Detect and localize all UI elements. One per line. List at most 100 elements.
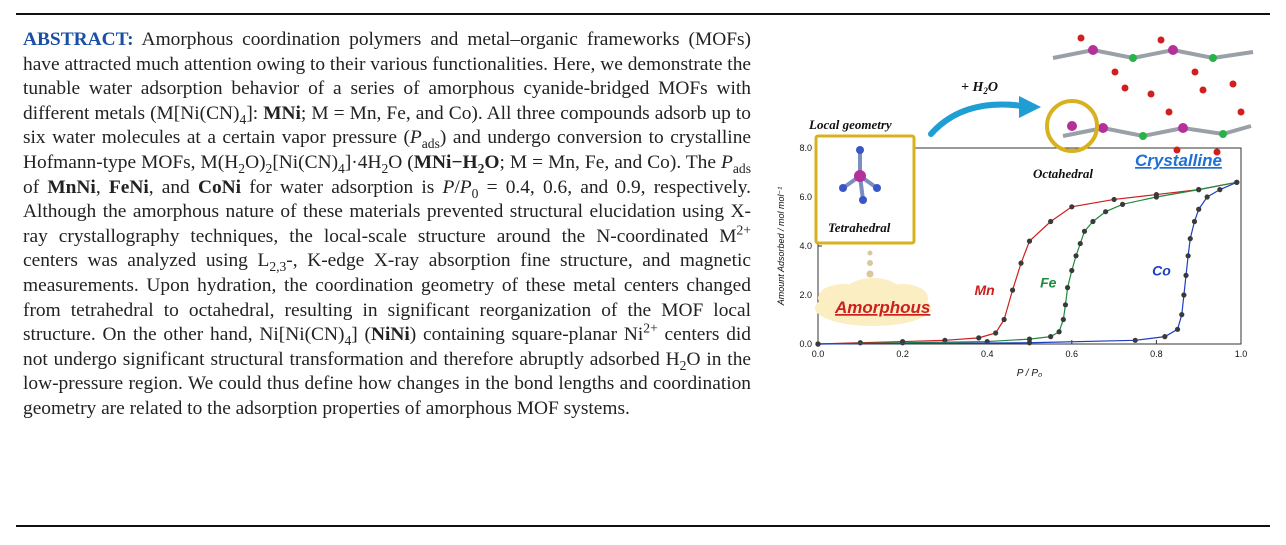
data-point-fe <box>1077 240 1083 247</box>
data-point-fe <box>1048 334 1054 340</box>
data-point-co <box>1026 340 1033 346</box>
octahedral-label: Octahedral <box>1033 166 1093 181</box>
abstract-text-segment: ] ( <box>351 324 371 346</box>
data-point-mn <box>1026 238 1033 244</box>
abstract-text-segment: -, K-edge X-ray absorption fine structur… <box>23 250 751 346</box>
x-tick-label: 0.8 <box>1150 349 1163 359</box>
subscript: ads <box>732 160 751 176</box>
crystalline-label: Crystalline <box>1135 151 1222 170</box>
hydration-arrow-icon <box>928 101 1026 137</box>
data-point-co <box>1179 312 1185 318</box>
data-point-fe <box>1026 336 1033 342</box>
data-point-co <box>1234 179 1240 185</box>
data-point-co <box>1162 334 1168 340</box>
abstract-text-segment: for water adsorption is <box>241 176 443 198</box>
abstract-text-segment: centers was analyzed using L <box>23 250 270 272</box>
abstract-text-segment: centers did not undergo significant stru… <box>23 324 751 370</box>
data-point-co <box>1132 337 1138 343</box>
y-tick-label: 6.0 <box>799 192 812 202</box>
subscript: 4 <box>344 333 352 348</box>
y-tick-label: 8.0 <box>799 143 812 153</box>
y-tick-label: 2.0 <box>799 290 812 300</box>
amorphous-cloud-icon <box>815 278 931 326</box>
data-point-co <box>1217 187 1223 193</box>
bottom-rule <box>16 525 1270 527</box>
tetrahedral-molecule-icon <box>839 146 881 204</box>
compound-text: O <box>484 151 500 173</box>
data-point-co <box>1187 236 1193 242</box>
data-point-mn <box>1018 260 1024 266</box>
abstract-text-segment: ]·4H <box>344 151 382 173</box>
octahedral-highlight-ring <box>1045 99 1099 153</box>
data-point-fe <box>1069 267 1075 274</box>
data-point-mn <box>993 330 999 336</box>
abstract-text-segment: ]: <box>246 102 264 124</box>
subscript: 0 <box>471 185 479 201</box>
abstract-text-segment: ; M = Mn, Fe, and Co). All three compoun… <box>23 102 751 149</box>
subscript: ads <box>421 136 440 152</box>
x-axis-label: P / P₀ <box>1017 368 1043 378</box>
subscript: 2 <box>265 160 273 176</box>
subscript: 2,3 <box>269 259 287 275</box>
compound-mni: MNi <box>263 102 301 124</box>
x-tick-label: 0.2 <box>896 349 909 359</box>
subscript: 2 <box>238 160 246 176</box>
data-point-co <box>1204 194 1210 200</box>
abstract-text-segment: O ( <box>388 151 414 173</box>
data-point-fe <box>1103 209 1109 215</box>
subscript: 4 <box>338 160 345 176</box>
series-label-mn: Mn <box>975 282 995 298</box>
symbol-p: P <box>409 127 422 149</box>
crystalline-structure-icon <box>1052 34 1254 156</box>
data-point-co <box>1183 272 1189 278</box>
x-tick-label: 0.6 <box>1066 349 1079 359</box>
abstract-text-segment: ) and undergo conversion to crystalline … <box>23 127 751 173</box>
data-point-mn <box>1048 218 1054 225</box>
compound-mnni: MnNi <box>47 176 96 198</box>
tetrahedral-frame <box>814 134 916 245</box>
data-point-fe <box>1073 253 1079 259</box>
y-tick-label: 4.0 <box>799 241 812 251</box>
abstract-text-segment: ; M = Mn, Fe, and Co). The <box>499 151 722 173</box>
compound-text: MNi−H <box>413 151 478 173</box>
data-point-mn <box>1069 204 1075 210</box>
data-point-mn <box>1111 196 1117 203</box>
compound-feni: FeNi <box>108 176 149 198</box>
abstract-text-segment: [Ni(CN) <box>272 151 339 173</box>
subscript: 2 <box>381 160 389 176</box>
data-point-fe <box>1081 228 1088 234</box>
data-point-mn <box>976 335 982 341</box>
data-point-co <box>1191 218 1198 225</box>
abstract-text-segment: / <box>454 176 460 198</box>
series-label-co: Co <box>1152 262 1171 278</box>
x-tick-label: 1.0 <box>1235 349 1248 359</box>
superscript: 2+ <box>736 222 751 238</box>
symbol-p: P <box>459 176 472 198</box>
subscript: 4 <box>239 111 247 127</box>
data-point-mn <box>1001 316 1007 323</box>
data-point-fe <box>900 340 906 346</box>
y-axis-label: Amount Adsorbed / mol mol⁻¹ <box>776 187 786 306</box>
data-point-fe <box>1062 302 1069 308</box>
compound-mni-h2o: MNi−H2O <box>413 151 500 175</box>
subscript: 2 <box>679 357 687 373</box>
data-point-fe <box>1056 329 1062 335</box>
data-point-fe <box>1153 194 1159 200</box>
data-point-mn <box>1009 287 1016 293</box>
symbol-p: P <box>442 176 455 198</box>
abstract-text-segment: O) <box>245 151 266 173</box>
data-point-fe <box>1119 201 1126 207</box>
amorphous-label: Amorphous <box>834 298 930 317</box>
abstract-text-segment: Amorphous coordination polymers and meta… <box>23 29 751 124</box>
abstract-text-segment: O in the low-pressure region. We could t… <box>23 348 751 419</box>
series-label-fe: Fe <box>1040 275 1057 291</box>
h2o-label: + H2O <box>961 80 998 96</box>
x-tick-label: 0.0 <box>812 349 825 359</box>
abstract-text-segment: = 0.4, 0.6, and 0.9, respectively. Altho… <box>23 176 751 247</box>
local-geometry-label: Local geometry <box>808 117 892 132</box>
abstract-text-segment: of <box>23 176 48 198</box>
data-point-co <box>815 341 821 347</box>
compound-coni: CoNi <box>197 176 242 198</box>
